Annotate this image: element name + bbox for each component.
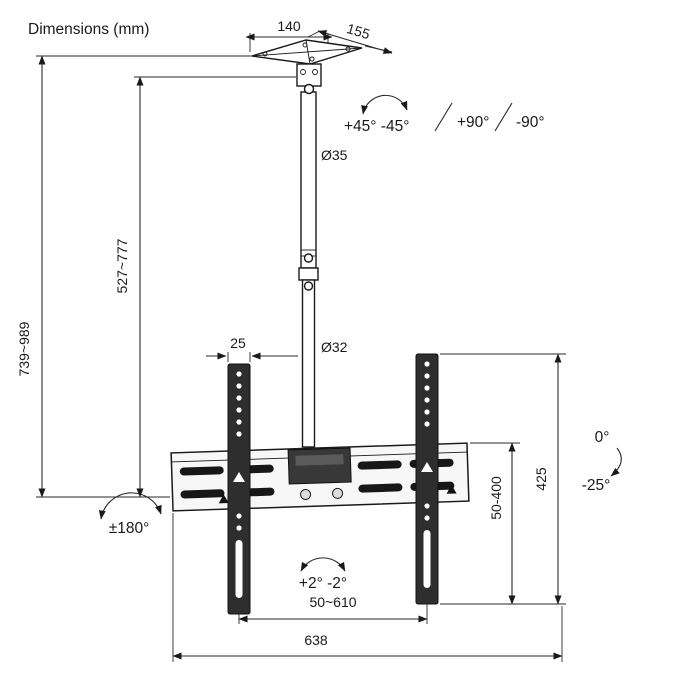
dim-vesa-vertical: 50-400	[470, 442, 520, 605]
tilt-arrow-icon	[610, 447, 622, 477]
dim-rail-width: 25	[206, 335, 298, 362]
bracket-height-label: 425	[533, 467, 549, 491]
tilt-up-label: 0°	[595, 429, 610, 446]
rotation-ccw-label: -90°	[516, 114, 545, 131]
tilt-down-label: -25°	[582, 477, 611, 494]
hinge-pivot	[303, 83, 315, 95]
rotation-cw-label: +90°	[457, 114, 490, 131]
rail-marker-icon	[421, 462, 433, 472]
pole-adjust-knob-lower	[303, 281, 314, 291]
level-arrow-icon	[300, 557, 346, 572]
swivel-arrow-icon	[361, 94, 408, 115]
pole-rotation-label: ±180°	[109, 520, 150, 537]
right-vesa-rail	[415, 353, 439, 605]
dim-overall-height: 739~989	[16, 55, 252, 498]
plate-depth-label: 155	[345, 20, 372, 42]
slash-divider	[494, 102, 513, 132]
level-adjust-annotation: +2° -2°	[299, 557, 347, 592]
swivel-rotation-annotation: +45° -45° +90° -90°	[344, 94, 545, 135]
diagram-title: Dimensions (mm)	[28, 21, 149, 38]
rotation-arrow-icon	[98, 492, 162, 520]
mounting-pole	[298, 91, 319, 448]
dim-bracket-width: 638	[172, 513, 563, 662]
dim-pole-height: 527~777	[114, 76, 296, 498]
alignment-marker-icon	[446, 484, 457, 494]
pole-adjust-knob-upper	[303, 253, 314, 263]
pole-rotation-annotation: ±180°	[98, 492, 162, 537]
alignment-marker-icon	[218, 494, 229, 504]
overall-height-label: 739~989	[16, 321, 32, 376]
pole-height-label: 527~777	[114, 238, 130, 293]
lower-pole-diameter-label: Ø32	[321, 339, 348, 355]
dim-vesa-horizontal: 50~610	[238, 594, 428, 624]
rail-marker-icon	[233, 472, 245, 482]
pole-hinge	[296, 63, 322, 87]
dim-plate-depth: 155	[307, 20, 393, 54]
level-adjust-label: +2° -2°	[299, 575, 347, 592]
left-vesa-rail	[227, 363, 251, 615]
swivel-range-label: +45° -45°	[344, 118, 409, 135]
upper-pole-diameter-label: Ø35	[321, 147, 348, 163]
vesa-horizontal-label: 50~610	[309, 594, 356, 610]
tilt-annotation: 0° -25°	[582, 429, 622, 494]
ceiling-mount-plate	[251, 39, 363, 95]
vesa-vertical-label: 50-400	[488, 476, 504, 520]
slash-divider	[434, 102, 453, 132]
rail-width-label: 25	[230, 335, 246, 351]
dim-bracket-height: 425	[440, 353, 566, 605]
pole-connection-plate	[287, 447, 352, 485]
bracket-width-label: 638	[304, 632, 328, 648]
plate-width-label: 140	[277, 18, 301, 34]
